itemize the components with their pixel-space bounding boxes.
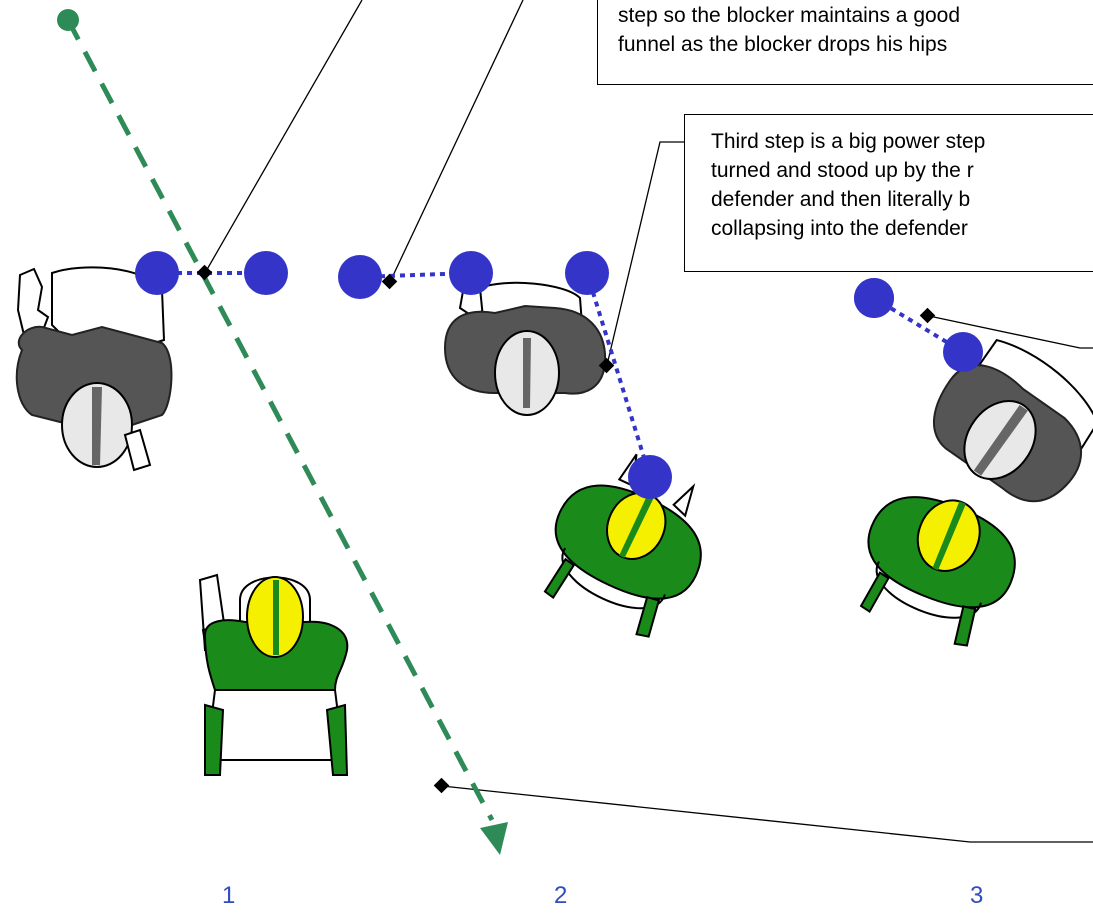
defender-player-3 [859,496,1016,647]
step-dot [135,251,179,295]
step-dot [565,251,609,295]
leader-line-route [441,785,1093,843]
route-line [65,18,495,822]
step-dot [854,278,894,318]
blocker-player-2 [443,276,607,416]
blocker-player-3 [932,338,1093,503]
step-dots [135,251,983,499]
callout-text: defender and then literally b [711,188,971,211]
step-dot [449,251,493,295]
leader-line-step1b [389,0,524,283]
callout-second-step: step so the blocker maintains a good fun… [597,0,1093,85]
runner-route [57,9,508,855]
step-dot [244,251,288,295]
callout-text: Third step is a big power step [711,130,986,153]
step-number-3: 3 [970,882,984,909]
callout-text: collapsing into the defender [711,217,968,240]
defender-player-2 [543,453,702,638]
callout-third-step: Third step is a big power step turned an… [684,114,1093,272]
leader-line-step2 [606,141,684,366]
defender-player-front [198,573,349,776]
step-dot [943,332,983,372]
callout-text: turned and stood up by the r [711,159,974,182]
route-arrowhead [480,822,508,855]
blocker-player-1 [15,266,173,472]
callout-text: funnel as the blocker drops his hips [618,33,948,56]
step-number-1: 1 [222,882,236,909]
leader-line-step3 [928,315,1093,349]
leader-line-step1 [204,0,363,274]
step-number-2: 2 [554,882,568,909]
callout-text: step so the blocker maintains a good [618,4,961,27]
step-dot [338,255,382,299]
leader-lines [204,0,1093,843]
step-dot [628,455,672,499]
route-start-dot [57,9,79,31]
